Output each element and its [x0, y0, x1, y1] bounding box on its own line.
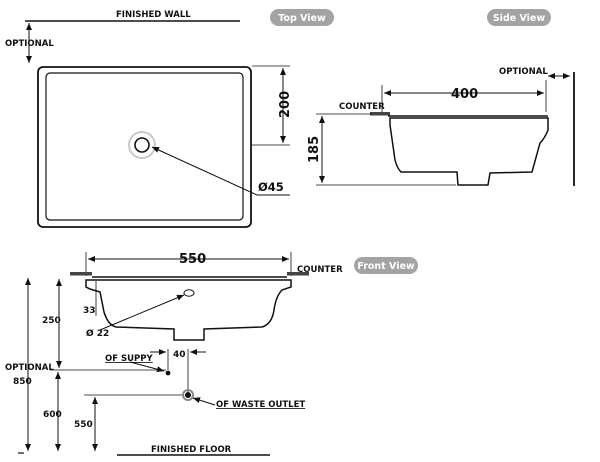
top-basin-outer: [37, 66, 252, 228]
front-view-title: Front View: [357, 261, 415, 272]
front-view-title-pill: Front View: [354, 257, 418, 274]
side-view-title: Side View: [493, 13, 546, 24]
side-basin-profile: [389, 117, 549, 186]
top-drain-diameter: Ø45: [258, 180, 284, 194]
front-basin-profile: [85, 279, 292, 341]
top-view: Top View FINISHED WALL OPTIONAL Ø45 200: [5, 9, 334, 228]
top-depth-dim: 200: [278, 91, 293, 118]
front-waste-outlet: [185, 392, 191, 398]
side-optional-label: OPTIONAL: [499, 67, 548, 77]
top-optional-label: OPTIONAL: [5, 39, 54, 49]
front-supply-point: [165, 370, 171, 376]
top-basin-inner: [45, 72, 244, 221]
finished-floor-label: FINISHED FLOOR: [151, 445, 232, 455]
front-waste-leader: [192, 397, 216, 406]
front-waste-outlet-ring: [182, 389, 194, 401]
side-view: Side View OPTIONAL 400 COUNTER 185: [307, 9, 575, 186]
front-overflow-hole: [183, 289, 195, 297]
front-overflow-leader: [99, 294, 185, 331]
side-counter-label: COUNTER: [339, 102, 385, 112]
front-total-dim: 850: [13, 377, 32, 387]
front-view: Front View 550 COUNTER 33 Ø 22 250 OPTIO…: [5, 252, 418, 456]
top-view-title-pill: Top View: [270, 9, 334, 26]
top-drain-leader: [151, 146, 258, 196]
side-view-title-pill: Side View: [487, 9, 551, 26]
front-waste-height-dim: 550: [74, 420, 93, 430]
front-counter-block-left: [70, 272, 92, 276]
front-supply-leader: [129, 361, 165, 373]
side-width-dim: 400: [451, 87, 478, 102]
front-lip-dim: 33: [83, 306, 96, 316]
front-supply-offset: 40: [173, 350, 186, 360]
top-view-title: Top View: [278, 13, 326, 24]
side-counter-block: [370, 112, 390, 116]
front-counter-block-right: [287, 272, 309, 276]
front-width-dim: 550: [179, 252, 206, 267]
front-waste-label: OF WASTE OUTLET: [216, 400, 305, 410]
side-height-dim: 185: [307, 136, 322, 163]
front-supply-label: OF SUPPY: [105, 354, 153, 364]
front-bowl-dim: 250: [42, 316, 61, 326]
top-drain-ring: [128, 131, 156, 159]
top-drain: [134, 137, 150, 153]
finished-wall-label: FINISHED WALL: [116, 10, 191, 20]
front-counter-label: COUNTER: [297, 265, 343, 275]
front-supply-height-dim: 600: [43, 410, 62, 420]
front-optional-label: OPTIONAL: [5, 363, 54, 373]
front-overflow-diameter: Ø 22: [86, 328, 109, 339]
